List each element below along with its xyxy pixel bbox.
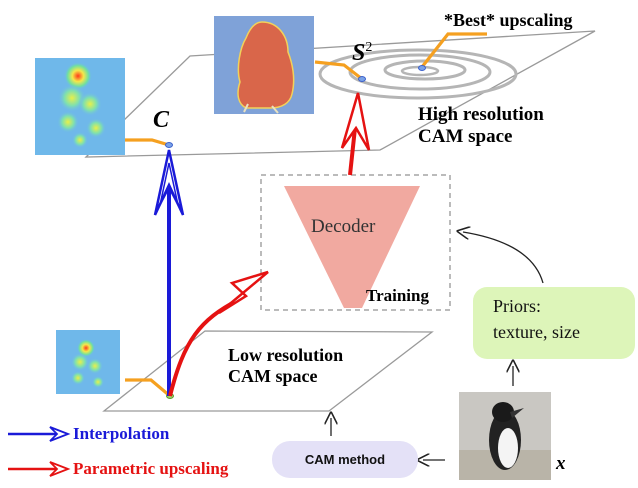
high-res-cam-image (214, 16, 314, 114)
decoder-shape (284, 186, 420, 308)
selection-points (165, 65, 426, 399)
training-label: Training (366, 286, 429, 305)
legend-parametric-label: Parametric upscaling (73, 459, 229, 478)
high-res-title-line2: CAM space (418, 125, 513, 147)
priors-to-decoder-arrow (463, 232, 544, 284)
high-res-plane (84, 30, 596, 158)
priors-line2: texture, size (493, 322, 580, 343)
cam-method-box: CAM method (272, 441, 418, 478)
high-res-title-line1: High resolution (418, 104, 544, 125)
priors-line1: Priors: (493, 296, 542, 316)
low-res-title-line2: CAM space (228, 365, 318, 386)
s-symbol: S (352, 40, 366, 66)
s-squared-symbol: S2 (352, 40, 372, 68)
interpolated-cam-image (35, 58, 125, 155)
high-res-title: High resolution CAM space (418, 104, 544, 148)
s-superscript: 2 (365, 40, 373, 55)
legend-interpolation-arrow (8, 426, 71, 442)
parametric-arrow-lower (168, 270, 269, 397)
interpolation-arrow (153, 149, 185, 396)
low-res-cam-image (56, 330, 120, 394)
low-res-title: Low resolution CAM space (228, 345, 343, 386)
decoder-label: Decoder (311, 216, 376, 237)
c-symbol: C (153, 107, 170, 133)
input-penguin-photo (459, 392, 551, 480)
parametric-arrow-upper (340, 92, 371, 176)
low-res-title-line1: Low resolution (228, 345, 344, 365)
x-symbol: x (556, 453, 566, 474)
legend-interpolation-label: Interpolation (73, 424, 170, 443)
cam-method-label: CAM method (304, 452, 386, 467)
priors-box: Priors: texture, size (473, 287, 635, 359)
orange-curves (120, 32, 487, 398)
best-upscaling-label: *Best* upscaling (444, 10, 573, 30)
training-frame (260, 174, 451, 311)
legend-parametric-arrow (8, 461, 71, 477)
